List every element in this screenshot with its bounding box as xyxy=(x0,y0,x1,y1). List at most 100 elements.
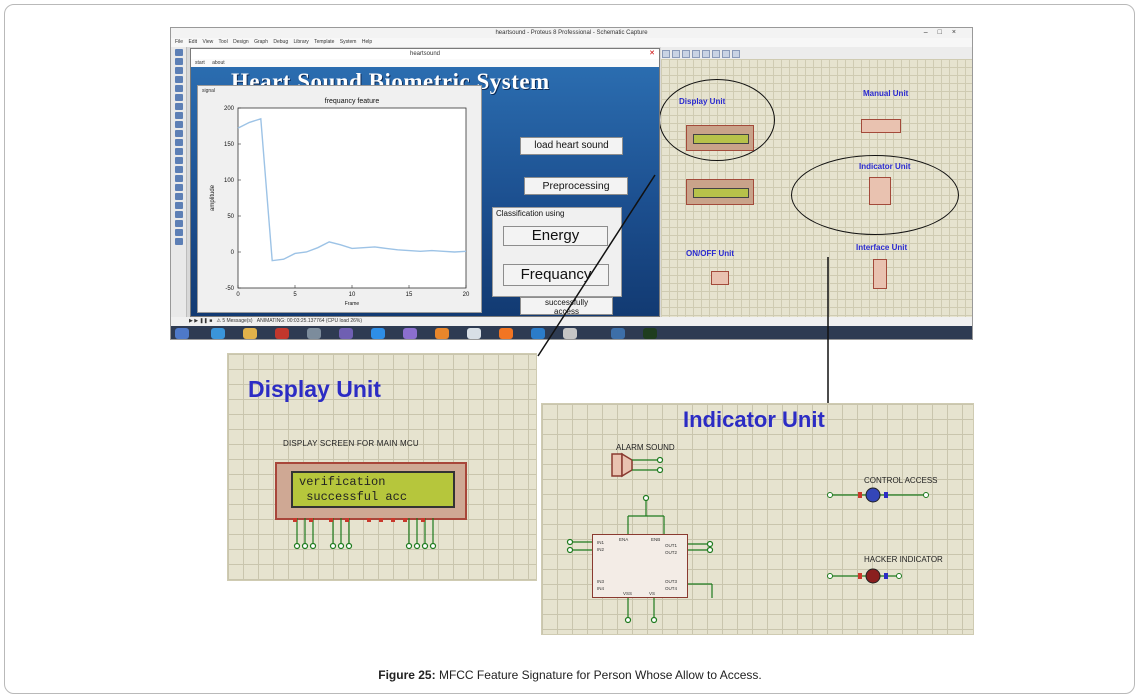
tool-icon[interactable] xyxy=(174,166,183,173)
toolbar-button[interactable] xyxy=(712,50,720,58)
toolbar-button[interactable] xyxy=(672,50,680,58)
play-icon[interactable]: ▶ ▶ ❚❚ ■ xyxy=(189,318,213,324)
schematic-manual-unit-label: Manual Unit xyxy=(863,89,909,98)
toolbar-button[interactable] xyxy=(662,50,670,58)
tool-icon[interactable] xyxy=(174,220,183,227)
chart-y-label: amplitude xyxy=(210,184,216,211)
mini-interface-connector xyxy=(873,259,887,289)
classification-panel: Classification using Energy Frequancy xyxy=(492,207,622,297)
mini-manual-switches xyxy=(861,119,901,133)
tool-icon[interactable] xyxy=(174,130,183,137)
matlab-menu-start[interactable]: start xyxy=(195,60,205,66)
status-messages[interactable]: 5 Message(s) xyxy=(222,318,253,324)
tool-icon[interactable] xyxy=(174,175,183,182)
toolbar-button[interactable] xyxy=(732,50,740,58)
proteus-window-title: heartsound - Proteus 8 Professional - Sc… xyxy=(495,30,648,36)
explorer-icon[interactable] xyxy=(243,328,257,339)
tool-icon[interactable] xyxy=(174,76,183,83)
tool-icon[interactable] xyxy=(174,238,183,245)
ie-icon[interactable] xyxy=(211,328,225,339)
app-icon[interactable] xyxy=(403,328,417,339)
tool-icon[interactable] xyxy=(174,58,183,65)
chart-y-tick-label: -50 xyxy=(225,286,234,292)
indicator-unit-highlight-ellipse xyxy=(791,155,959,235)
app-icon[interactable] xyxy=(611,328,625,339)
start-icon[interactable] xyxy=(175,328,189,339)
load-heart-sound-button[interactable]: load heart sound xyxy=(520,137,623,155)
tool-icon[interactable] xyxy=(174,229,183,236)
proteus-menubar: File Edit View Tool Design Graph Debug L… xyxy=(171,38,972,47)
matlab-icon[interactable] xyxy=(435,328,449,339)
tool-icon[interactable] xyxy=(174,85,183,92)
lcd-module: verification successful acc xyxy=(275,462,467,520)
menu-file[interactable]: File xyxy=(175,39,184,45)
menu-help[interactable]: Help xyxy=(361,39,373,45)
menu-view[interactable]: View xyxy=(202,39,214,45)
menu-library[interactable]: Library xyxy=(293,39,309,45)
zoomed-display-unit: Display Unit DISPLAY SCREEN FOR MAIN MCU… xyxy=(227,353,537,581)
tool-icon[interactable] xyxy=(174,67,183,74)
chart-y-tick-label: 100 xyxy=(224,178,235,184)
menu-system[interactable]: System xyxy=(339,39,357,45)
toolbar-button[interactable] xyxy=(692,50,700,58)
tool-icon[interactable] xyxy=(174,121,183,128)
schematic-canvas[interactable]: Display Unit Manual Unit Indicator Unit … xyxy=(659,59,972,317)
skype-icon[interactable] xyxy=(371,328,385,339)
proteus-statusbar: ▶ ▶ ❚❚ ■ ⚠ 5 Message(s) ANIMATING: 00:03… xyxy=(171,317,972,326)
tool-icon[interactable] xyxy=(174,103,183,110)
chart-x-tick-label: 10 xyxy=(349,292,356,298)
schematic-onoff-unit-label: ON/OFF Unit xyxy=(686,249,734,258)
caption-label: Figure 25: xyxy=(378,668,436,682)
app-icon[interactable] xyxy=(563,328,577,339)
indicator-schematic xyxy=(566,452,929,624)
menu-template[interactable]: Template xyxy=(314,39,335,45)
close-icon[interactable]: ✕ xyxy=(649,50,655,57)
tool-icon[interactable] xyxy=(174,112,183,119)
chart-title: frequancy feature xyxy=(325,98,380,105)
app-icon[interactable] xyxy=(307,328,321,339)
menu-design[interactable]: Design xyxy=(233,39,249,45)
tool-icon[interactable] xyxy=(174,148,183,155)
tool-icon[interactable] xyxy=(174,202,183,209)
chart-x-tick-label: 5 xyxy=(293,292,297,298)
tool-icon[interactable] xyxy=(174,211,183,218)
app-icon[interactable] xyxy=(467,328,481,339)
app-icon[interactable] xyxy=(499,328,513,339)
app-icon[interactable] xyxy=(531,328,545,339)
energy-button[interactable]: Energy xyxy=(503,226,608,246)
tool-icon[interactable] xyxy=(174,139,183,146)
menu-graph[interactable]: Graph xyxy=(254,39,268,45)
control-access-label: CONTROL ACCESS xyxy=(864,476,938,485)
lcd-line-1: verification xyxy=(299,475,386,489)
proteus-titlebar: heartsound - Proteus 8 Professional - Sc… xyxy=(171,28,972,38)
caption-text: MFCC Feature Signature for Person Whose … xyxy=(435,668,762,682)
tool-icon[interactable] xyxy=(174,94,183,101)
frequancy-button[interactable]: Frequancy xyxy=(503,264,609,286)
menu-edit[interactable]: Edit xyxy=(188,39,198,45)
toolbar-button[interactable] xyxy=(722,50,730,58)
lcd-pins xyxy=(293,518,437,550)
tool-icon[interactable] xyxy=(174,184,183,191)
alarm-wires xyxy=(632,456,664,474)
matlab-gui-window: heartsound ✕ start about Heart Sound Bio… xyxy=(190,48,660,317)
window-controls[interactable]: –□× xyxy=(923,29,966,36)
menu-tool[interactable]: Tool xyxy=(218,39,228,45)
app-icon[interactable] xyxy=(275,328,289,339)
preprocessing-button[interactable]: Preprocessing xyxy=(524,177,628,195)
chart-x-tick-label: 20 xyxy=(463,292,470,298)
schematic-interface-unit-label: Interface Unit xyxy=(856,243,908,252)
toolbar-button[interactable] xyxy=(682,50,690,58)
tool-icon[interactable] xyxy=(174,49,183,56)
toolbar-button[interactable] xyxy=(702,50,710,58)
tool-icon[interactable] xyxy=(174,193,183,200)
matlab-menu-about[interactable]: about xyxy=(212,60,225,66)
proteus-icon[interactable] xyxy=(643,328,657,339)
classification-title: Classification using xyxy=(496,209,565,218)
matlab-window-title: heartsound xyxy=(409,51,441,57)
tool-icon[interactable] xyxy=(174,157,183,164)
chart-x-tick-label: 0 xyxy=(236,292,240,298)
app-icon[interactable] xyxy=(339,328,353,339)
hacker-indicator-label: HACKER INDICATOR xyxy=(864,555,943,564)
menu-debug[interactable]: Debug xyxy=(273,39,289,45)
